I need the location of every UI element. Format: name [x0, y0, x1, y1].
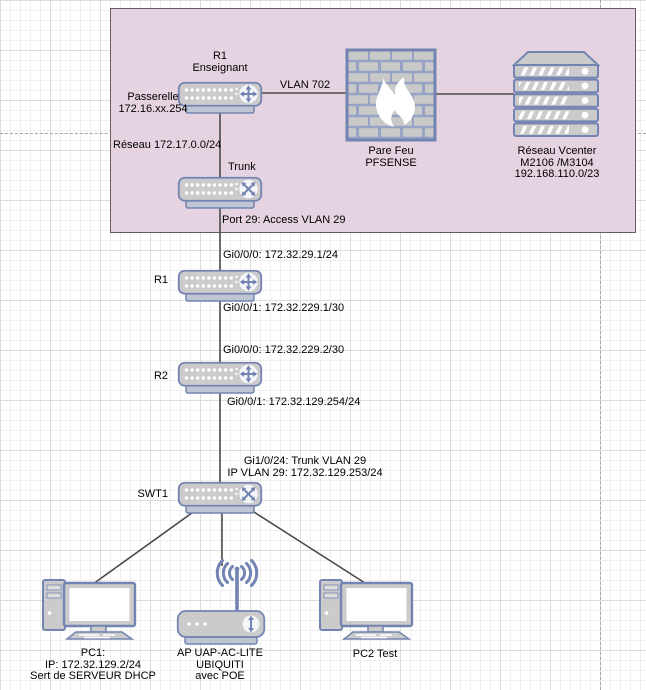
switch-icon-trunk [177, 176, 263, 210]
label-firewall: Pare Feu PFSENSE [365, 145, 417, 169]
label-r1-gi001: Gi0/0/1: 172.32.229.1/30 [223, 302, 345, 314]
label-reseau-172-17: Réseau 172.17.0.0/24 [113, 139, 222, 151]
label-vlan-702: VLAN 702 [279, 79, 331, 91]
switch-icon-swt1 [177, 481, 263, 515]
label-passerelle: Passerelle 172.16.xx.254 [118, 91, 188, 115]
label-pc2: PC2 Test [352, 648, 398, 660]
link-swt1-pc1 [92, 504, 204, 585]
router-icon-r1 [177, 269, 263, 303]
link-swt1-pc2 [242, 504, 366, 584]
label-ap: AP UAP-AC-LITE UBIQUITI avec POE [177, 647, 263, 682]
page-boundary-vertical [600, 0, 601, 690]
label-r2-gi001: Gi0/0/1: 172.32.129.254/24 [227, 396, 361, 408]
access-point-icon [176, 559, 266, 645]
desktop-pc-icon-pc2 [318, 578, 414, 641]
connection-lines [92, 92, 514, 585]
label-r1: R1 [153, 274, 168, 286]
label-vcenter: Réseau Vcenter M2106 /M3104 192.168.110.… [514, 145, 600, 180]
label-port29: Port 29: Access VLAN 29 [222, 214, 346, 226]
label-r2-gi000: Gi0/0/0: 172.32.229.2/30 [223, 344, 345, 356]
label-r2: R2 [153, 370, 168, 382]
desktop-pc-icon-pc1 [41, 578, 137, 641]
server-rack-icon [511, 51, 601, 138]
label-pc1: PC1: IP: 172.32.129.2/24 Sert de SERVEUR… [30, 647, 156, 682]
flame-icon [375, 74, 415, 127]
label-swt1-ports: Gi1/0/24: Trunk VLAN 29 IP VLAN 29: 172.… [227, 455, 383, 479]
antenna [235, 569, 239, 613]
label-trunk: Trunk [228, 161, 256, 173]
label-r1-gi000: Gi0/0/0: 172.32.29.1/24 [223, 249, 338, 261]
label-r1-enseignant: R1 Enseignant [192, 50, 248, 74]
firewall-icon [345, 48, 437, 142]
label-swt1: SWT1 [137, 488, 168, 500]
wifi-waves-icon [215, 559, 259, 587]
router-icon-r2 [177, 361, 263, 395]
